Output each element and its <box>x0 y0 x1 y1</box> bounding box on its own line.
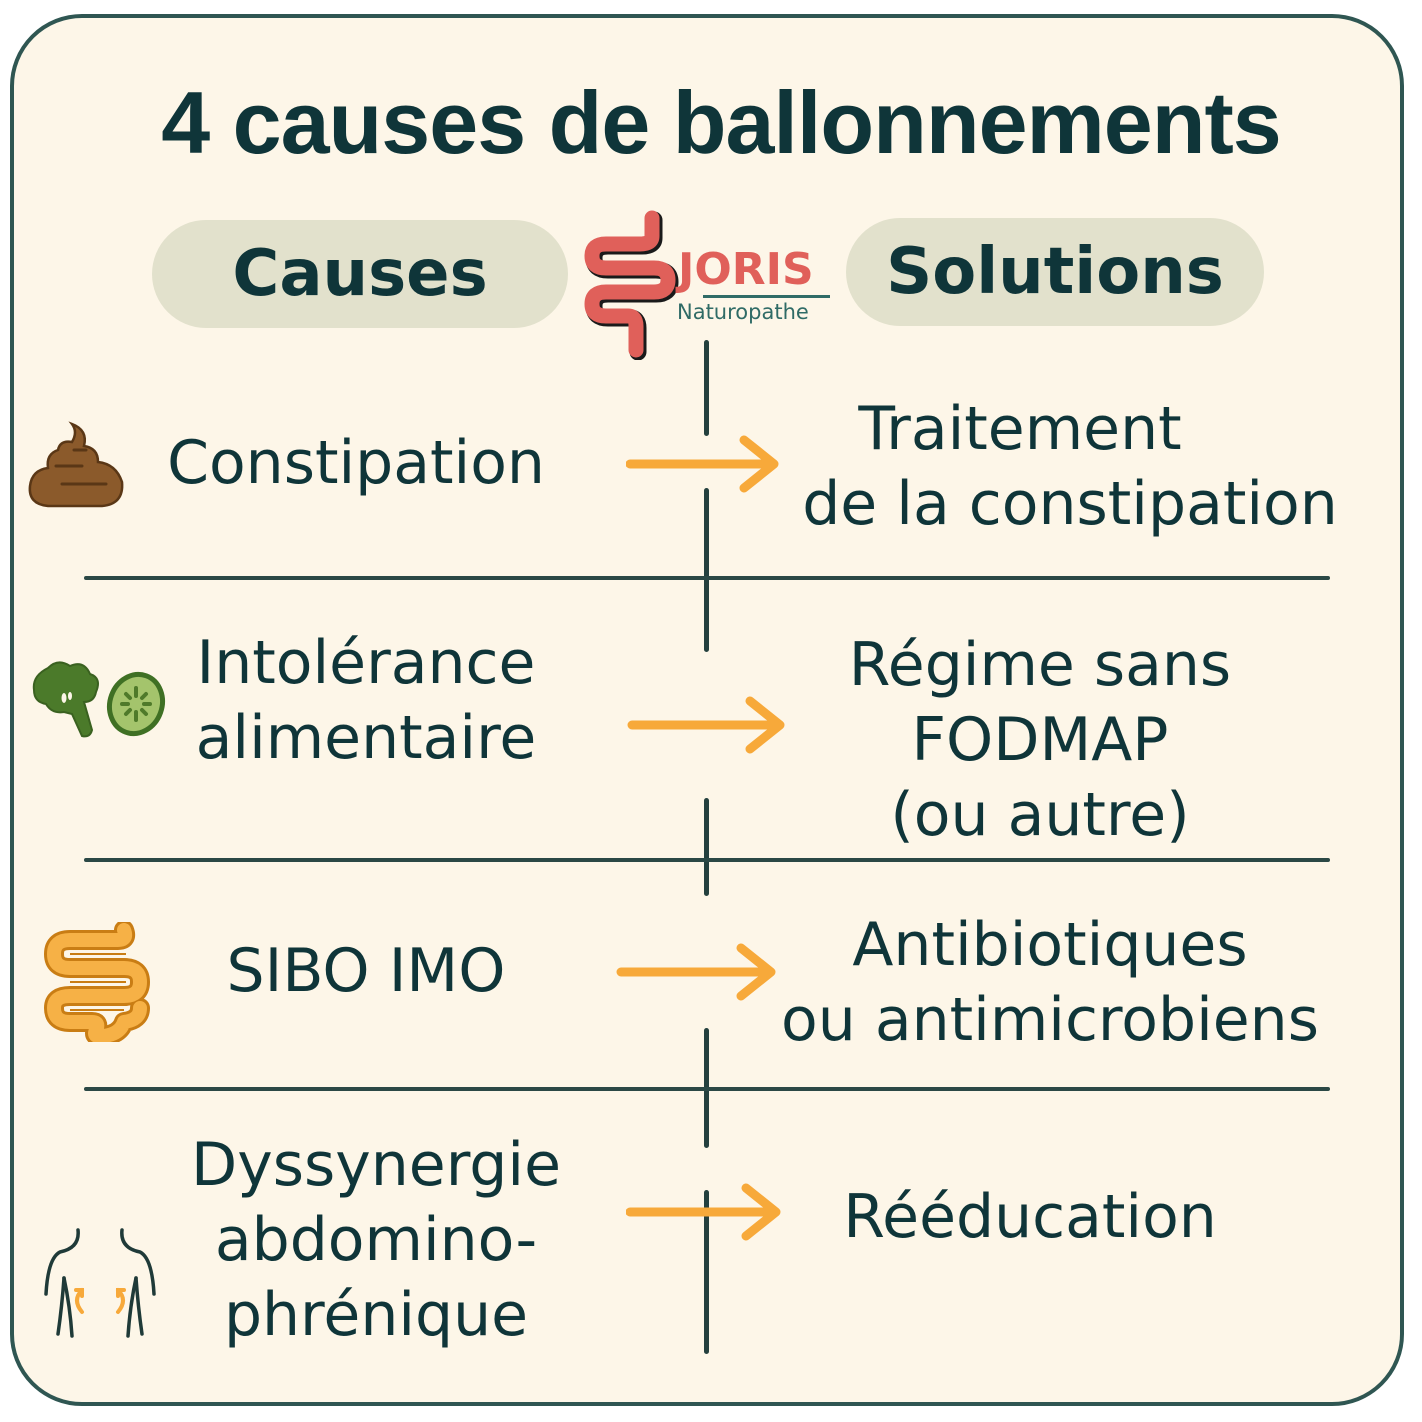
logo-name: JORIS <box>678 244 814 295</box>
solutions-header-label: Solutions <box>886 235 1224 309</box>
cause-dyssynergia: Dyssynergie abdomino- phrénique <box>191 1130 561 1350</box>
center-divider <box>704 488 709 652</box>
solution-antibiotics: Antibiotiques ou antimicrobiens <box>781 910 1319 1055</box>
arrow-right-icon <box>626 1183 781 1241</box>
solution-reeducation: Rééducation <box>843 1182 1217 1252</box>
arrow-right-icon <box>616 943 776 1001</box>
intestine-logo-icon <box>584 210 679 360</box>
solution-constipation: Traitement de la constipation <box>802 394 1338 539</box>
center-divider <box>704 798 709 896</box>
logo-underline <box>703 295 830 298</box>
arrow-right-icon <box>626 435 779 493</box>
causes-header-label: Causes <box>232 237 488 311</box>
broccoli-cucumber-icon <box>32 661 165 738</box>
row-divider <box>84 858 1330 862</box>
intestine-icon <box>44 922 150 1042</box>
center-divider <box>704 1190 709 1354</box>
logo-subtitle: Naturopathe <box>677 300 809 324</box>
torso-breathing-icon <box>44 1228 156 1338</box>
solution-fodmap: Régime sans FODMAP (ou autre) <box>848 630 1232 850</box>
causes-header: Causes <box>152 220 568 328</box>
cause-food-intolerance: Intolérance alimentaire <box>195 628 537 773</box>
page-title: 4 causes de ballonnements <box>161 73 1281 172</box>
arrow-right-icon <box>627 696 785 754</box>
solutions-header: Solutions <box>846 218 1264 326</box>
row-divider <box>84 576 1330 580</box>
poop-icon <box>28 421 124 508</box>
cause-constipation: Constipation <box>167 428 545 498</box>
cause-sibo-imo: SIBO IMO <box>226 936 506 1006</box>
row-divider <box>84 1087 1330 1091</box>
center-divider <box>704 340 709 436</box>
